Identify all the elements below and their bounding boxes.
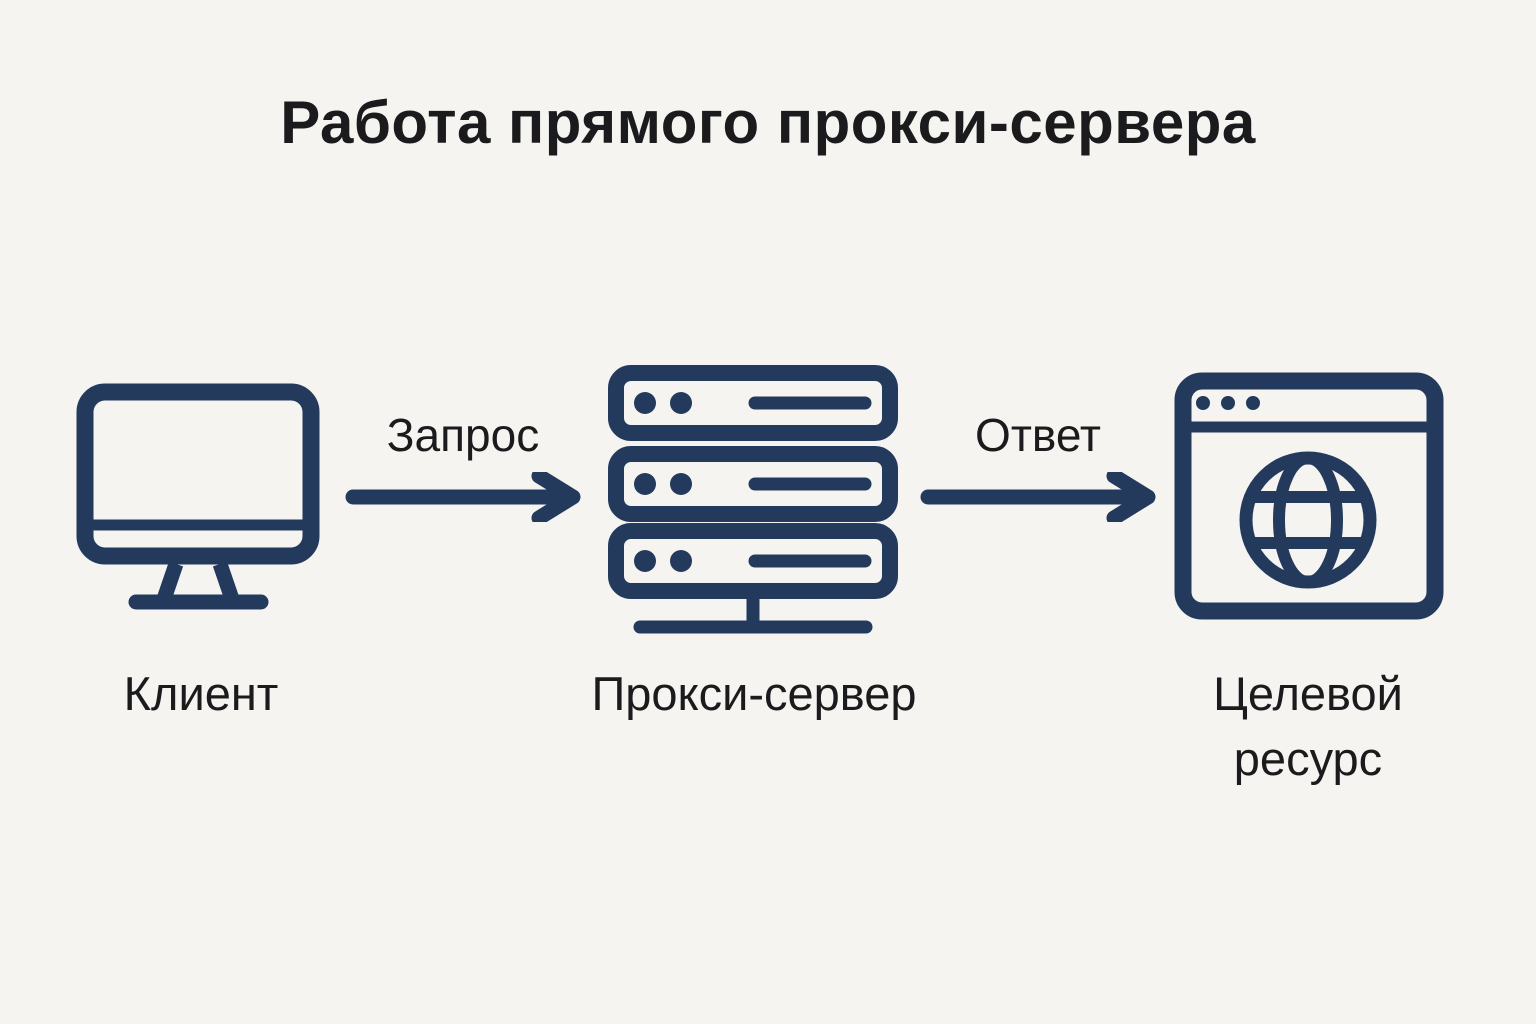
request-arrow-label: Запрос — [386, 409, 540, 461]
monitor-icon — [76, 383, 320, 613]
response-arrow — [920, 472, 1156, 522]
target-label: Целевой ресурс — [1213, 667, 1403, 785]
response-arrow-label: Ответ — [975, 409, 1101, 461]
client-label: Клиент — [123, 667, 279, 720]
proxy-label: Прокси-сервер — [591, 667, 917, 720]
diagram-title: Работа прямого прокси-сервера — [280, 89, 1256, 156]
server-icon — [608, 365, 898, 637]
request-arrow — [345, 472, 581, 522]
browser-globe-icon — [1174, 372, 1444, 620]
